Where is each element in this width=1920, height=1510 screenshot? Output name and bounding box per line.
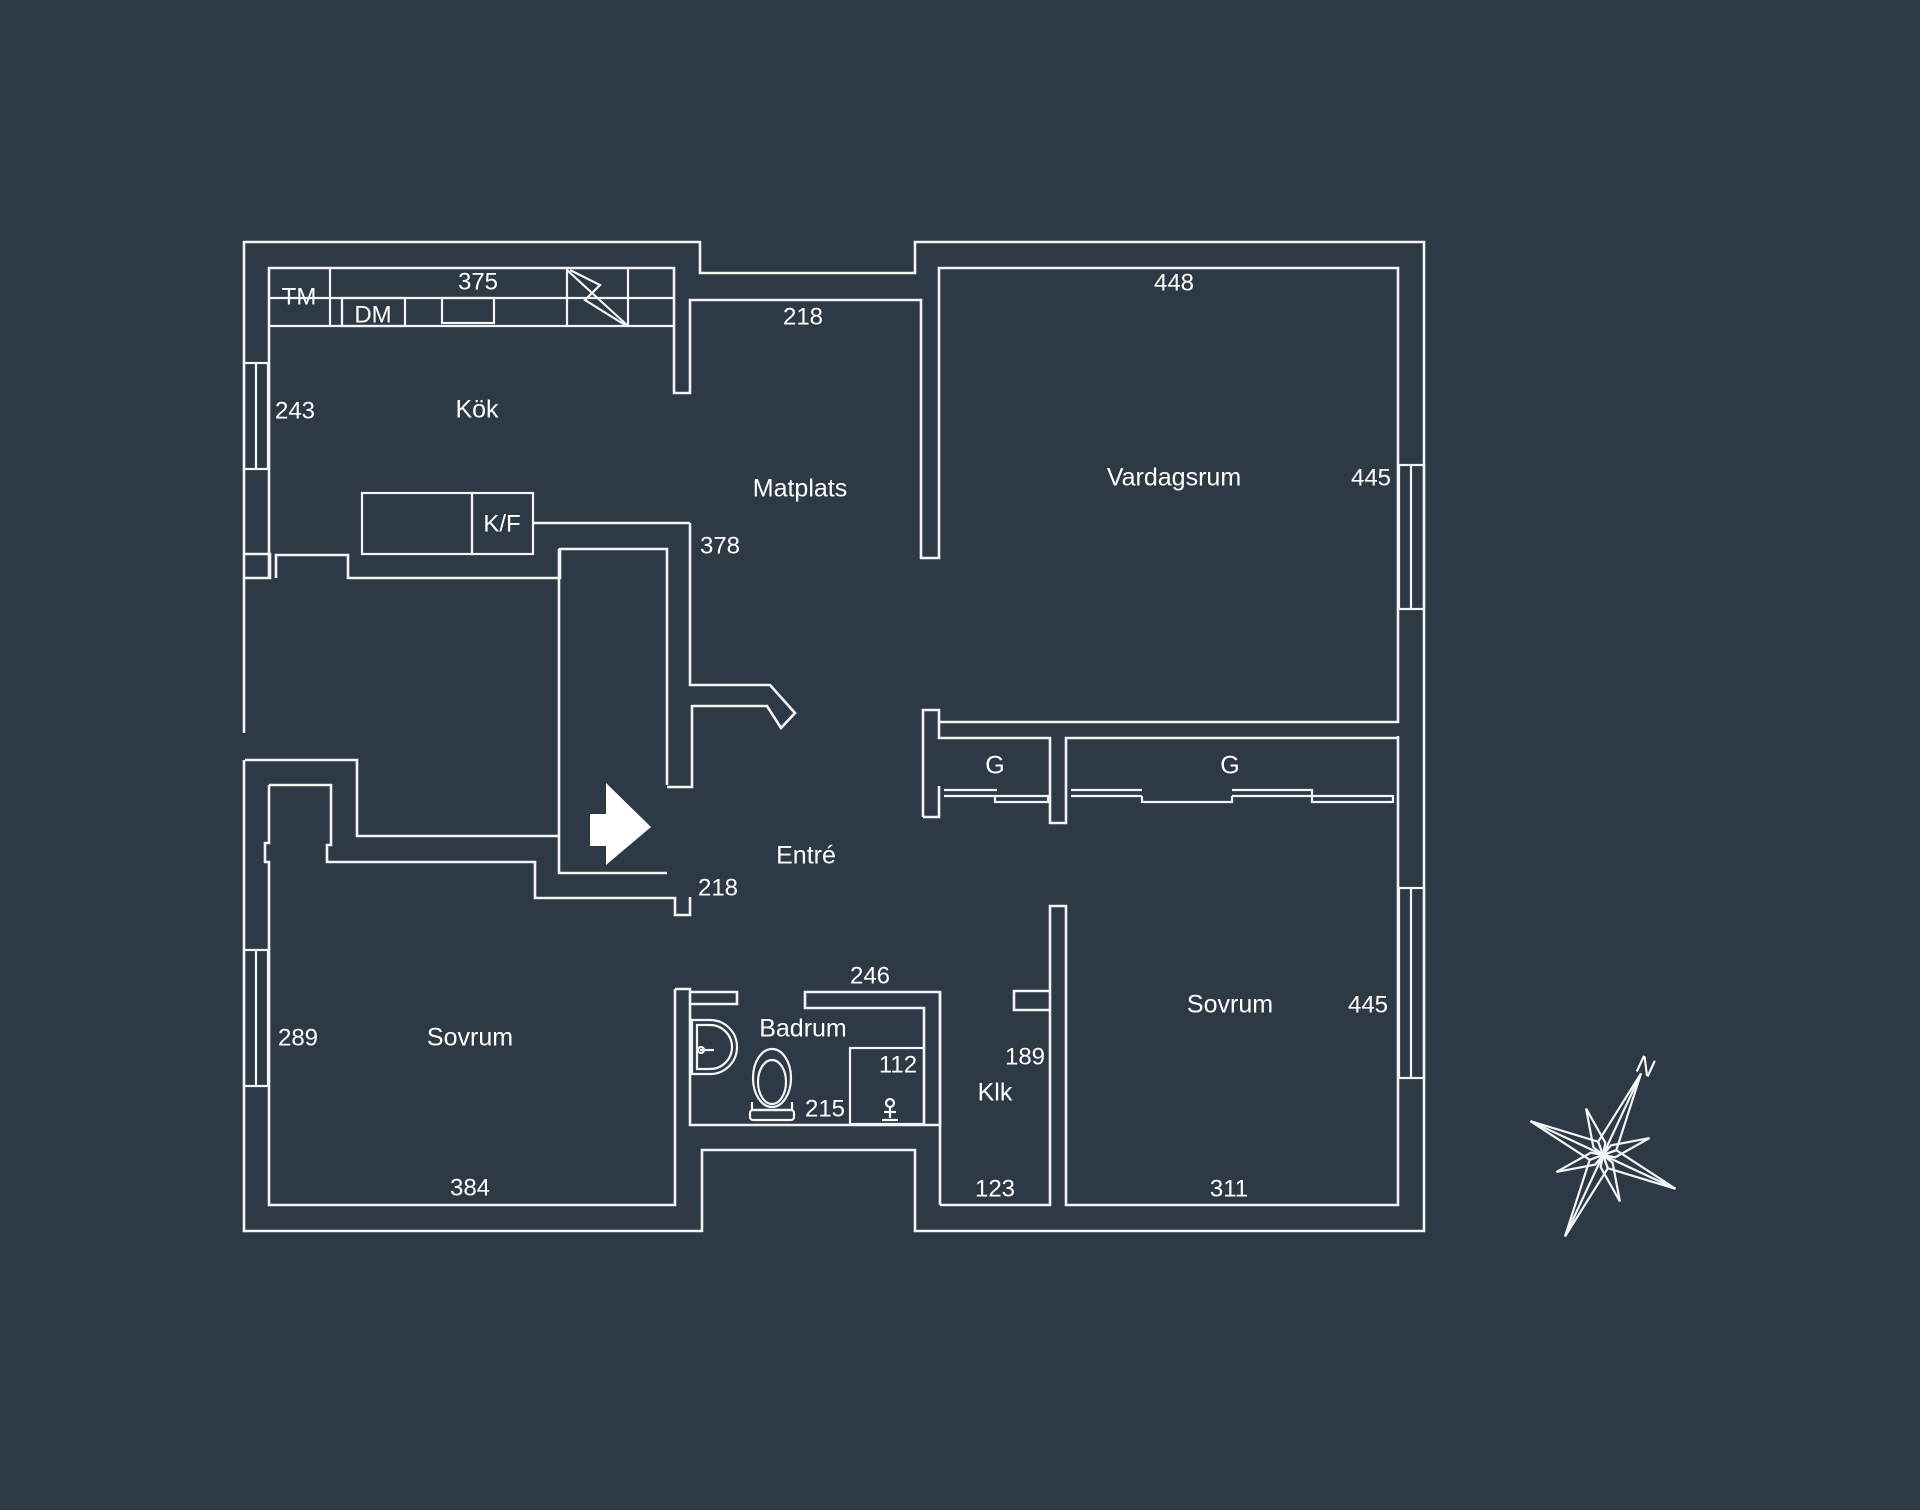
fixture-label-tm: TM	[282, 283, 317, 310]
dim-kitchen-width: 375	[458, 268, 498, 295]
dim-entrance-width: 218	[698, 874, 738, 901]
dim-living-width: 448	[1154, 269, 1194, 296]
sink-icon	[690, 1018, 739, 1076]
dim-dining-depth: 378	[700, 532, 740, 559]
exterior-walls	[242, 240, 1426, 1233]
compass-north-label: N	[1631, 1050, 1659, 1083]
room-label-kitchen: Kök	[455, 396, 499, 424]
room-label-bedroom-left: Sovrum	[427, 1024, 513, 1052]
room-label-bedroom-right: Sovrum	[1187, 991, 1273, 1019]
compass-rose-icon	[1529, 1072, 1677, 1238]
dim-bath-width: 246	[850, 962, 890, 989]
room-label-dining: Matplats	[753, 475, 847, 503]
dim-walkin-width: 123	[975, 1175, 1015, 1202]
toilet-icon	[748, 1047, 796, 1122]
room-label-living: Vardagsrum	[1107, 464, 1241, 492]
room-label-walk-in-closet: Klk	[978, 1079, 1013, 1107]
dim-bedroom-right-depth: 445	[1348, 991, 1388, 1018]
fixture-label-dm: DM	[354, 301, 391, 328]
kitchen-walls	[267, 266, 1400, 789]
dim-kitchen-depth: 243	[275, 397, 315, 424]
dim-living-depth: 445	[1351, 464, 1391, 491]
room-label-entrance: Entré	[776, 842, 836, 870]
dim-walkin-depth: 189	[1005, 1043, 1045, 1070]
dim-bath-depth: 215	[805, 1095, 845, 1122]
entrance-arrow-icon	[590, 783, 651, 865]
dim-bedroom-left-width: 384	[450, 1174, 490, 1201]
fixture-label-kf: K/F	[483, 510, 520, 537]
room-label-bathroom: Badrum	[759, 1015, 847, 1043]
dim-shower: 112	[879, 1051, 917, 1078]
interior-walls	[245, 549, 1400, 1207]
dim-bedroom-left-depth: 289	[278, 1024, 318, 1051]
room-label-closet-1: G	[985, 752, 1004, 780]
floor-drain-icon	[882, 1097, 898, 1122]
room-label-closet-2: G	[1220, 752, 1239, 780]
dim-dining-width: 218	[783, 303, 823, 330]
dim-bedroom-right-width: 311	[1210, 1175, 1248, 1202]
